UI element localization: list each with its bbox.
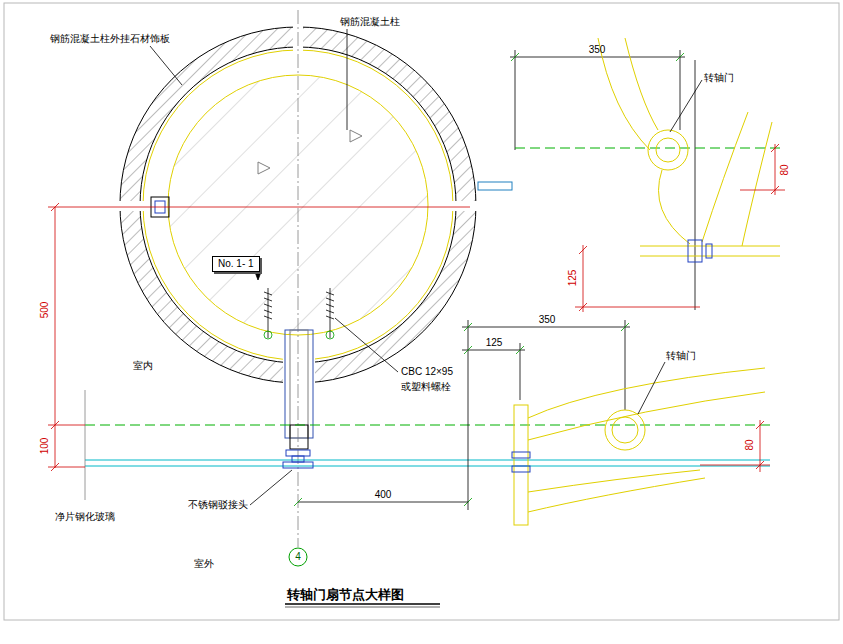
dimension: 80 [779, 164, 791, 175]
drawing-title: 转轴门扇节点大样图 [287, 586, 404, 604]
part-label: 转轴门 [704, 72, 734, 84]
section-tag-box: No. 1- 1 [212, 256, 260, 272]
dimension: 80 [744, 439, 756, 450]
area-label: 室外 [194, 558, 214, 570]
node-text: No. 1- 1 [218, 258, 254, 270]
node-text: 4 [295, 551, 301, 563]
grid-axis-bubble: 4 [288, 547, 308, 567]
area-label: 室内 [133, 360, 153, 372]
dimension: 125 [567, 270, 579, 287]
part-label: 或塑料螺栓 [400, 381, 452, 393]
dimension: 500 [39, 302, 51, 319]
dimension: 100 [39, 438, 51, 455]
dimension: 125 [486, 337, 503, 349]
part-label: 钢筋混凝土柱 [340, 16, 400, 28]
dimension: 350 [589, 44, 606, 56]
part-label: 不锈钢驳接头 [188, 499, 248, 511]
dimension: 400 [374, 489, 393, 501]
part-label: 转轴门 [666, 350, 696, 362]
part-label: 钢筋混凝土柱外挂石材饰板 [50, 33, 170, 45]
part-label: 净片钢化玻璃 [55, 511, 115, 523]
dimension: 350 [539, 314, 556, 326]
part-label: CBC 12×95 [400, 366, 454, 378]
